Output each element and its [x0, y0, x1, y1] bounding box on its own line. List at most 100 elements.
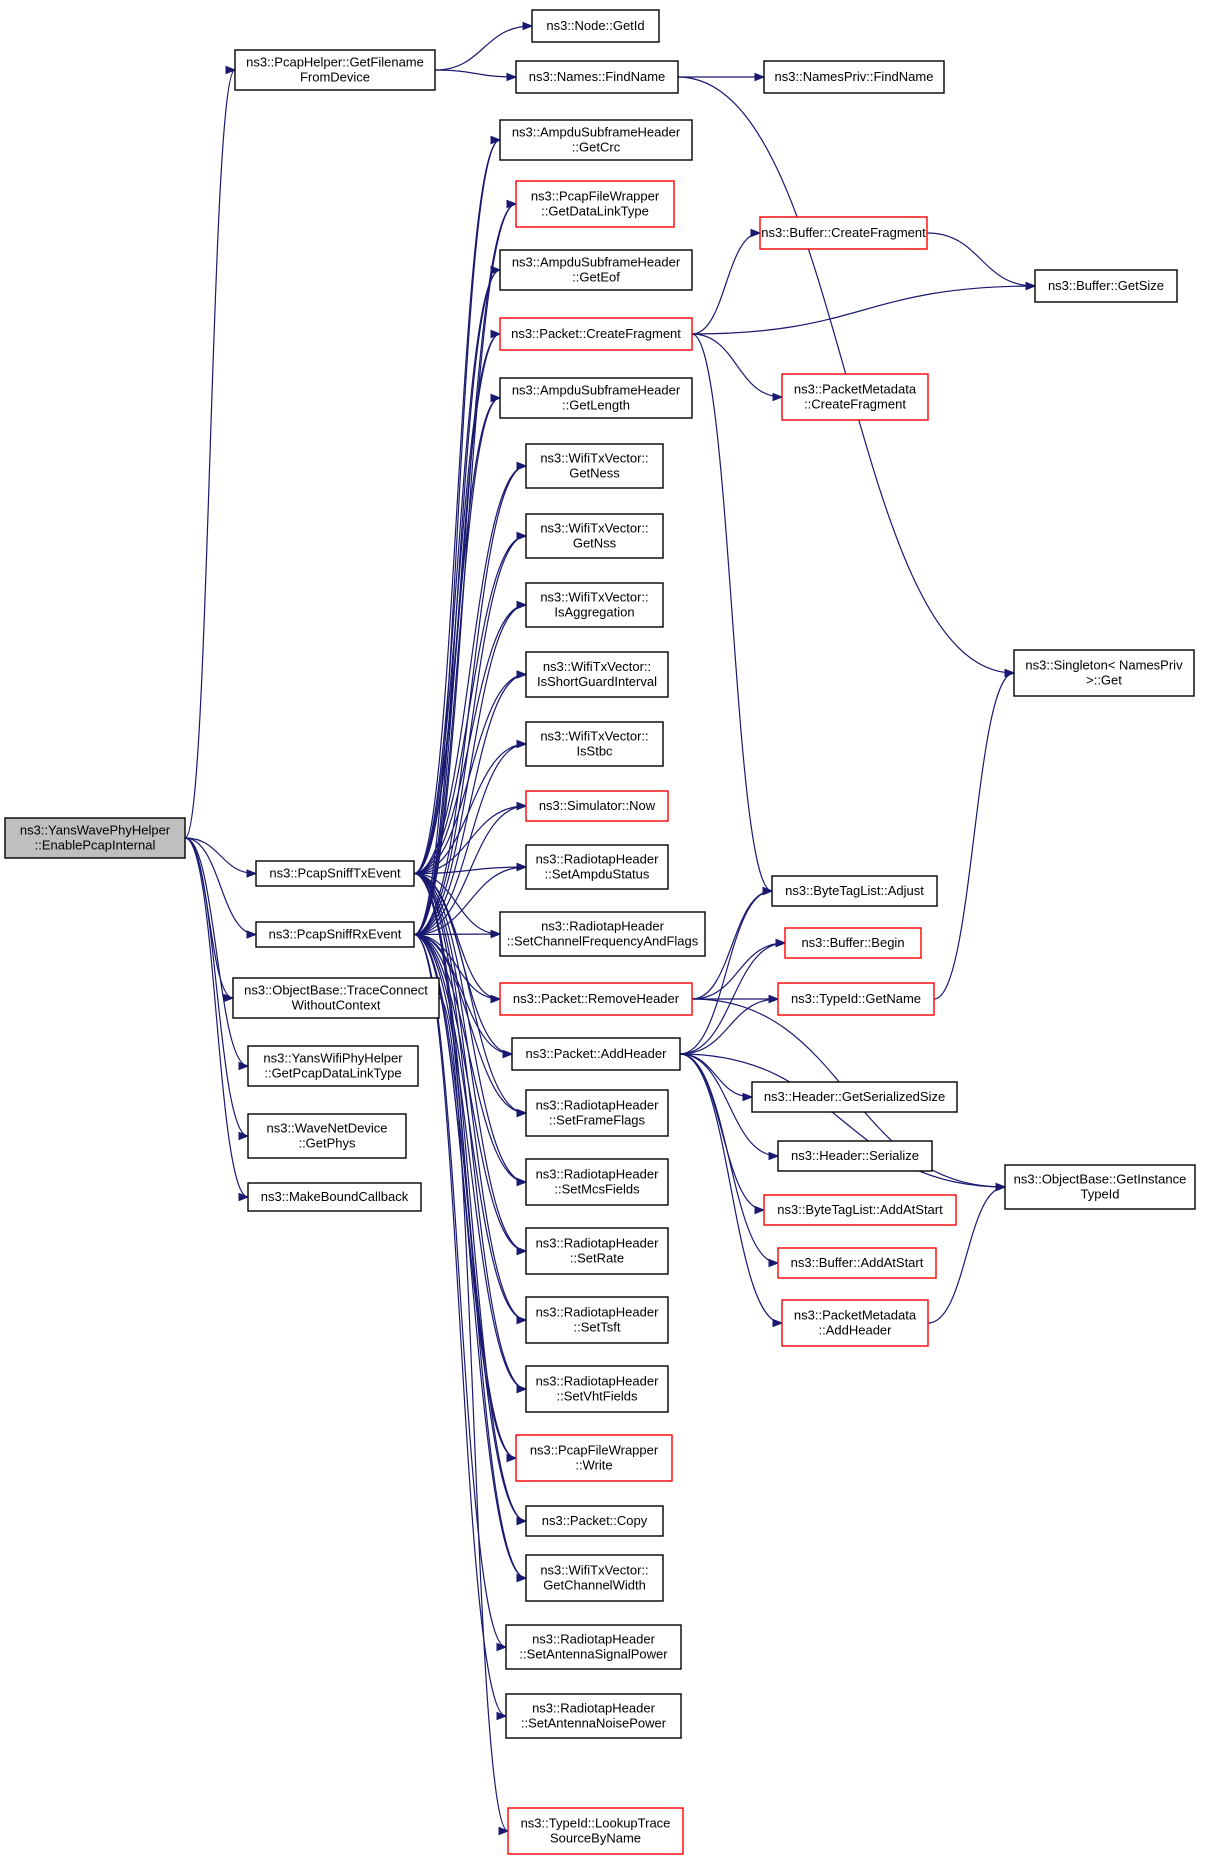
node-label-line: ::SetTsft: [574, 1320, 621, 1335]
node-pcap-get-data-link-type[interactable]: ns3::PcapFileWrapper::GetDataLinkType: [515, 180, 675, 228]
node-label-line: IsShortGuardInterval: [537, 674, 657, 689]
edge-sniff-rx-to-rt-set-vht-fields: [413, 933, 527, 1390]
node-box: [505, 1693, 682, 1739]
node-label-line: ns3::PcapHelper::GetFilename: [246, 55, 424, 70]
edge-root-to-yans-get-pcap-dlt: [184, 837, 249, 1067]
node-label-line: ns3::ByteTagList::Adjust: [785, 883, 924, 898]
node-make-bound-callback[interactable]: ns3::MakeBoundCallback: [247, 1182, 422, 1212]
node-btl-adjust[interactable]: ns3::ByteTagList::Adjust: [771, 875, 938, 907]
node-btl-add-at-start[interactable]: ns3::ByteTagList::AddAtStart: [763, 1194, 957, 1226]
node-obj-trace-connect[interactable]: ns3::ObjectBase::TraceConnectWithoutCont…: [232, 977, 440, 1019]
edge-arrowhead: [775, 938, 787, 948]
edge-pkt-create-fragment-to-btl-adjust: [691, 333, 773, 892]
node-label-line: ns3::WifiTxVector::: [540, 451, 648, 466]
node-wtv-get-ness[interactable]: ns3::WifiTxVector::GetNess: [525, 443, 664, 489]
edge-sniff-rx-to-ampdu-get-crc: [413, 139, 501, 936]
node-wave-get-phys[interactable]: ns3::WaveNetDevice::GetPhys: [247, 1113, 407, 1159]
node-pkt-add-header[interactable]: ns3::Packet::AddHeader: [511, 1037, 681, 1071]
node-wtv-is-short-guard[interactable]: ns3::WifiTxVector::IsShortGuardInterval: [525, 651, 669, 698]
node-rt-set-antenna-noise[interactable]: ns3::RadiotapHeader::SetAntennaNoisePowe…: [505, 1693, 682, 1739]
edge-pkt-create-fragment-to-buf-create-fragment: [691, 232, 761, 335]
node-ampdu-get-crc[interactable]: ns3::AmpduSubframeHeader::GetCrc: [499, 119, 693, 161]
node-label-line: ns3::TypeId::GetName: [791, 991, 921, 1006]
edge-sniff-tx-to-wtv-is-stbc: [413, 743, 527, 875]
edge-arrowhead: [1025, 281, 1037, 291]
node-hdr-get-serialized-size[interactable]: ns3::Header::GetSerializedSize: [751, 1081, 958, 1113]
node-box: [255, 921, 415, 948]
edge-sniff-rx-to-pkt-create-fragment: [413, 333, 501, 936]
node-label-line: ns3::Packet::CreateFragment: [511, 326, 681, 341]
node-label-line: ::SetAntennaSignalPower: [519, 1647, 668, 1662]
node-box: [1034, 269, 1178, 303]
edge-arrowhead: [750, 228, 762, 238]
node-wtv-get-nss[interactable]: ns3::WifiTxVector::GetNss: [525, 513, 664, 559]
node-box: [247, 1113, 407, 1159]
node-wtv-is-aggregation[interactable]: ns3::WifiTxVector::IsAggregation: [525, 582, 664, 628]
node-box: [1004, 1164, 1196, 1210]
edge-arrowhead: [223, 993, 235, 1003]
node-pkt-remove-header[interactable]: ns3::Packet::RemoveHeader: [499, 982, 693, 1016]
node-rt-set-channel-freq[interactable]: ns3::RadiotapHeader::SetChannelFrequency…: [499, 911, 706, 957]
edge-sniff-rx-to-wtv-is-short-guard: [413, 673, 527, 936]
node-rt-set-mcs-fields[interactable]: ns3::RadiotapHeader::SetMcsFields: [525, 1158, 669, 1206]
node-rt-set-ampdu-status[interactable]: ns3::RadiotapHeader::SetAmpduStatus: [525, 844, 669, 890]
node-type-id-get-name[interactable]: ns3::TypeId::GetName: [777, 982, 935, 1016]
node-pcap-write[interactable]: ns3::PcapFileWrapper::Write: [515, 1434, 673, 1482]
node-label-line: ns3::WifiTxVector::: [540, 729, 648, 744]
node-sniff-rx[interactable]: ns3::PcapSniffRxEvent: [255, 921, 415, 948]
node-label-line: ns3::RadiotapHeader: [536, 852, 660, 867]
node-yans-get-pcap-dlt[interactable]: ns3::YansWifiPhyHelper::GetPcapDataLinkT…: [247, 1045, 419, 1087]
node-box: [499, 119, 693, 161]
node-box: [4, 817, 186, 859]
edge-sniff-rx-to-pkt-remove-header: [413, 933, 501, 1000]
node-label-line: ns3::PcapFileWrapper: [530, 1443, 659, 1458]
node-ampdu-get-eof[interactable]: ns3::AmpduSubframeHeader::GetEof: [499, 249, 693, 291]
node-sniff-tx[interactable]: ns3::PcapSniffTxEvent: [255, 860, 415, 887]
node-label-line: ns3::Simulator::Now: [539, 798, 656, 813]
edge-sniff-rx-to-rt-set-mcs-fields: [413, 933, 527, 1183]
node-pkt-create-fragment[interactable]: ns3::Packet::CreateFragment: [499, 317, 693, 351]
edge-sniff-rx-to-rt-set-rate: [413, 933, 527, 1252]
edge-arrowhead: [506, 72, 518, 82]
node-hdr-serialize[interactable]: ns3::Header::Serialize: [777, 1140, 933, 1172]
node-sim-now[interactable]: ns3::Simulator::Now: [525, 790, 669, 822]
node-rt-set-frame-flags[interactable]: ns3::RadiotapHeader::SetFrameFlags: [525, 1089, 669, 1137]
edge-sniff-rx-to-rt-set-tsft: [413, 933, 527, 1321]
node-pm-create-fragment[interactable]: ns3::PacketMetadata::CreateFragment: [781, 373, 929, 421]
edge-arrowhead: [238, 1061, 250, 1071]
node-ampdu-get-length[interactable]: ns3::AmpduSubframeHeader::GetLength: [499, 377, 693, 419]
node-box: [777, 1247, 937, 1279]
node-singleton-get[interactable]: ns3::Singleton< NamesPriv>::Get: [1013, 649, 1195, 697]
edge-sniff-rx-to-wtv-get-channel-width: [413, 933, 527, 1579]
edge-arrowhead: [490, 135, 502, 145]
node-root[interactable]: ns3::YansWavePhyHelper::EnablePcapIntern…: [4, 817, 186, 859]
edge-arrowhead: [754, 1205, 766, 1215]
node-box: [525, 1089, 669, 1137]
node-rt-set-rate[interactable]: ns3::RadiotapHeader::SetRate: [525, 1227, 669, 1275]
node-buf-create-fragment[interactable]: ns3::Buffer::CreateFragment: [759, 216, 928, 250]
node-buf-get-size[interactable]: ns3::Buffer::GetSize: [1034, 269, 1178, 303]
node-rt-set-antenna-signal[interactable]: ns3::RadiotapHeader::SetAntennaSignalPow…: [505, 1624, 682, 1670]
edge-arrowhead: [238, 1131, 250, 1141]
edge-sniff-tx-to-rt-set-tsft: [413, 872, 527, 1321]
node-names-find-name[interactable]: ns3::Names::FindName: [515, 60, 679, 94]
node-pkt-copy[interactable]: ns3::Packet::Copy: [525, 1505, 664, 1537]
node-pm-add-header[interactable]: ns3::PacketMetadata::AddHeader: [781, 1299, 929, 1347]
node-label-line: ::SetChannelFrequencyAndFlags: [507, 934, 699, 949]
node-wtv-is-stbc[interactable]: ns3::WifiTxVector::IsStbc: [525, 721, 664, 767]
node-names-priv-find-name[interactable]: ns3::NamesPriv::FindName: [763, 60, 945, 94]
node-rt-set-vht-fields[interactable]: ns3::RadiotapHeader::SetVhtFields: [525, 1365, 669, 1413]
node-node-get-id[interactable]: ns3::Node::GetId: [531, 9, 660, 43]
node-label-line: ::GetCrc: [572, 140, 621, 155]
edge-arrowhead: [522, 21, 534, 31]
node-wtv-get-channel-width[interactable]: ns3::WifiTxVector::GetChannelWidth: [525, 1554, 664, 1602]
node-buf-begin[interactable]: ns3::Buffer::Begin: [784, 927, 922, 959]
node-label-line: ns3::Buffer::CreateFragment: [761, 225, 926, 240]
edge-pm-add-header-to-obj-get-instance-type-id: [927, 1186, 1006, 1324]
node-label-line: ::SetMcsFields: [554, 1182, 640, 1197]
node-rt-set-tsft[interactable]: ns3::RadiotapHeader::SetTsft: [525, 1296, 669, 1344]
node-buf-add-at-start[interactable]: ns3::Buffer::AddAtStart: [777, 1247, 937, 1279]
